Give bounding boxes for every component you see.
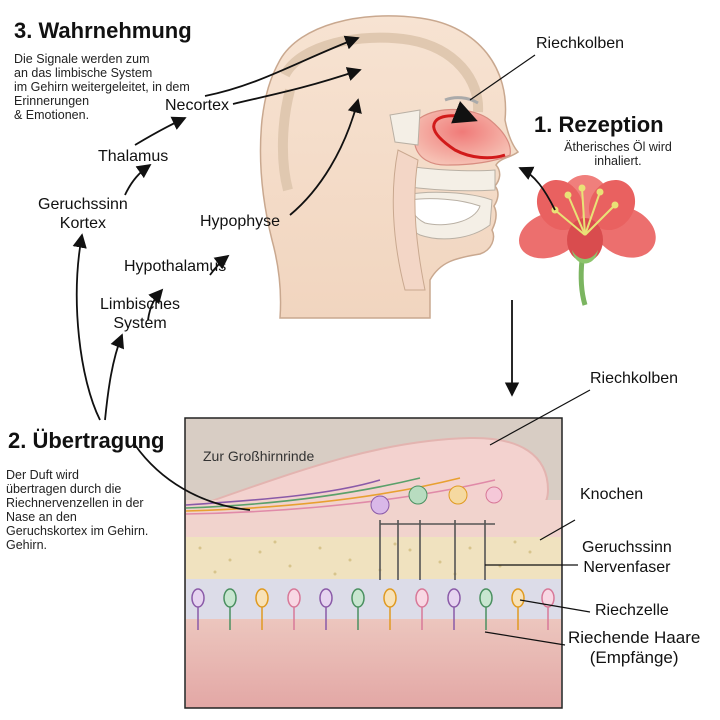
node-hypothalamus: Hypothalamus [124, 258, 227, 275]
flower-illustration [519, 175, 656, 306]
haare-line: (Empfänge) [589, 648, 679, 667]
nervenfaser-line: Nervenfaser [583, 559, 671, 576]
reception-line: inhaliert. [594, 154, 642, 168]
transmission-description: Der Duft wird übertragen durch die Riech… [6, 468, 148, 552]
node-hypophyse: Hypophyse [200, 213, 281, 230]
olfactory-detail-box [184, 417, 563, 709]
node-limbic-line: Limbisches [100, 296, 181, 313]
detail-riechkolben-label: Riechkolben [590, 370, 679, 387]
head-illustration [259, 15, 520, 319]
node-thalamus: Thalamus [98, 148, 169, 165]
transmission-line: Geruchskortex im Gehirn. [6, 524, 149, 538]
reception-line: Ätherisches Öl wird [564, 140, 672, 154]
reception-title: 1. Rezeption [534, 112, 664, 137]
transmission-line: Gehirn. [6, 538, 47, 552]
transmission-title: 2. Übertragung [8, 428, 165, 453]
node-necortex: Necortex [165, 97, 230, 114]
cortex-direction-label: Zur Großhirnrinde [203, 448, 315, 464]
perception-description: Die Signale werden zum an das limbische … [14, 52, 190, 122]
haare-line: Riechende Haare [568, 628, 701, 647]
reception-description: Ätherisches Öl wird inhaliert. [548, 140, 688, 168]
node-limbisches-system: Limbisches System [100, 295, 180, 333]
riechende-haare-label: Riechende Haare (Empfänge) [568, 628, 700, 668]
pathway-arrows [72, 35, 591, 646]
knochen-label: Knochen [580, 486, 644, 503]
perception-title: 3. Wahrnehmung [14, 18, 192, 43]
nervenfaser-line: Geruchssinn [582, 539, 672, 556]
node-geruchssinn-kortex: Geruchssinn Kortex [38, 195, 128, 233]
node-kortex-line: Kortex [59, 215, 107, 232]
perception-line: an das limbische System [14, 66, 153, 80]
perception-line: Erinnerungen [14, 94, 90, 108]
perception-line: & Emotionen. [14, 108, 90, 122]
perception-line: im Gehirn weitergeleitet, in dem [14, 80, 190, 94]
riechzelle-label: Riechzelle [595, 602, 669, 619]
transmission-line: Riechnervenzellen in der [6, 496, 144, 510]
head-riechkolben-label: Riechkolben [536, 35, 625, 52]
node-kortex-line: Geruchssinn [38, 196, 128, 213]
node-limbic-line: System [113, 315, 167, 332]
transmission-line: Nase an den [6, 510, 77, 524]
transmission-line: Der Duft wird [6, 468, 79, 482]
perception-line: Die Signale werden zum [14, 52, 150, 66]
transmission-line: übertragen durch die [6, 482, 122, 496]
nervenfaser-label: Geruchssinn Nervenfaser [582, 538, 672, 578]
